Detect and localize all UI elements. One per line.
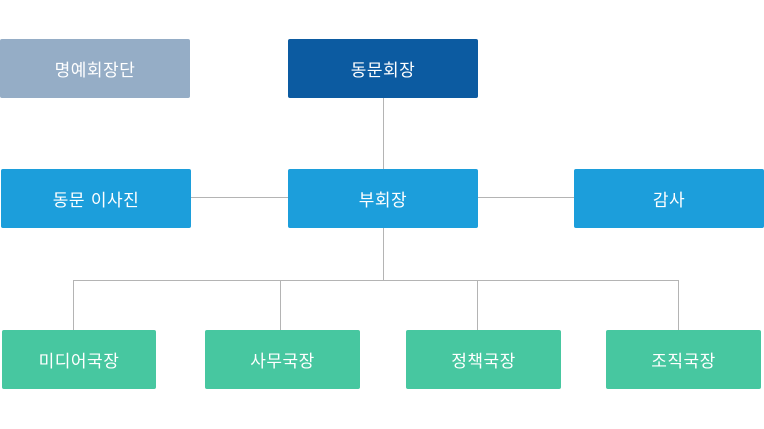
connector-office bbox=[280, 280, 281, 330]
office-director-label: 사무국장 bbox=[250, 352, 315, 372]
connector-media bbox=[73, 280, 74, 330]
policy-director-label: 정책국장 bbox=[451, 352, 516, 372]
connector-organization bbox=[678, 280, 679, 330]
vice-president-label: 부회장 bbox=[358, 191, 408, 211]
connector-vp-auditor bbox=[478, 197, 574, 198]
board-of-directors-box: 동문 이사진 bbox=[1, 169, 191, 228]
media-director-box: 미디어국장 bbox=[2, 330, 156, 389]
organization-director-label: 조직국장 bbox=[651, 352, 716, 372]
connector-president-vp bbox=[383, 98, 384, 170]
president-label: 동문회장 bbox=[350, 61, 416, 81]
connector-board-vp bbox=[190, 197, 288, 198]
office-director-box: 사무국장 bbox=[205, 330, 360, 389]
president-box: 동문회장 bbox=[288, 39, 478, 98]
organization-director-box: 조직국장 bbox=[606, 330, 761, 389]
connector-horizontal-bus bbox=[73, 280, 679, 281]
media-director-label: 미디어국장 bbox=[38, 352, 120, 372]
board-of-directors-label: 동문 이사진 bbox=[52, 191, 140, 211]
auditor-label: 감사 bbox=[652, 191, 686, 211]
connector-policy bbox=[477, 280, 478, 330]
vice-president-box: 부회장 bbox=[288, 169, 478, 228]
auditor-box: 감사 bbox=[574, 169, 764, 228]
honorary-chairs-box: 명예회장단 bbox=[0, 39, 190, 98]
connector-vp-down bbox=[383, 228, 384, 280]
honorary-chairs-label: 명예회장단 bbox=[54, 61, 136, 81]
policy-director-box: 정책국장 bbox=[406, 330, 561, 389]
